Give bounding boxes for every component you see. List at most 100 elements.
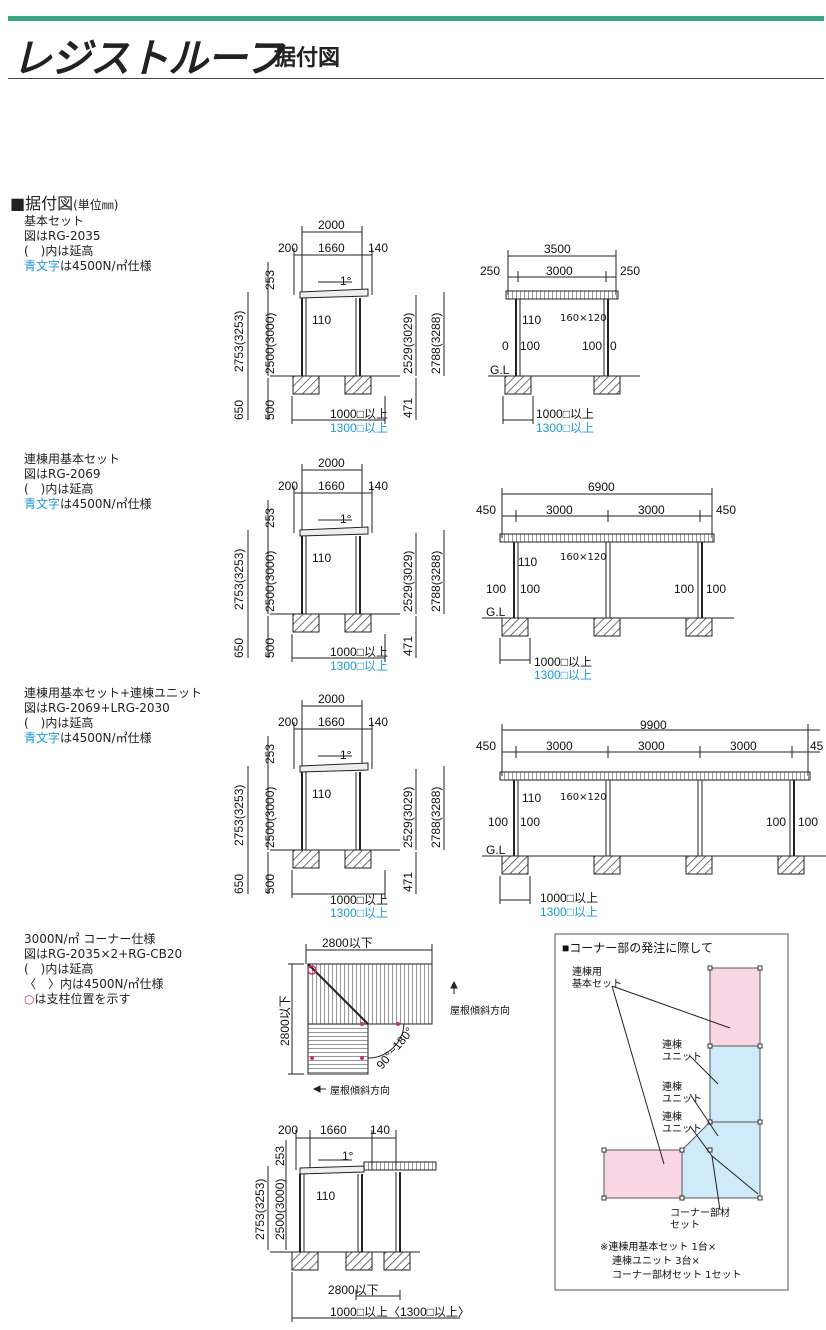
order-label: ユニット bbox=[662, 1124, 702, 1135]
dim-beam: 160×120 bbox=[560, 792, 607, 803]
dim-h1: 2753(3253) bbox=[232, 785, 246, 846]
dim-h3: 2529(3029) bbox=[401, 551, 415, 612]
order-label: 連棟 bbox=[662, 1038, 682, 1051]
note-line: ( )内は延高 bbox=[24, 244, 94, 258]
dim-found: 1000□以上 bbox=[534, 655, 592, 669]
dim-post: 110 bbox=[316, 1189, 335, 1203]
dim-found-blue: 1300□以上 bbox=[330, 421, 388, 435]
header-accent-bar bbox=[8, 16, 824, 21]
note-line: 青文字は4500N/㎡仕様 bbox=[24, 259, 152, 274]
dim-h3: 2529(3029) bbox=[401, 787, 415, 848]
dim-post: 110 bbox=[518, 555, 537, 569]
dim-r1: 100 bbox=[674, 582, 694, 596]
plan-angle: 90°~180° bbox=[374, 1024, 417, 1071]
note-line: 〈 〉内は4500N/㎡仕様 bbox=[24, 977, 164, 991]
blue-text: 青文字 bbox=[24, 497, 61, 511]
dim-h4: 2788(3288) bbox=[429, 313, 443, 374]
plan-width: 2800以下 bbox=[322, 936, 373, 950]
dim-angle: 1° bbox=[342, 1149, 354, 1163]
ground-level: G.L bbox=[486, 605, 506, 619]
note-line: 図はRG-2035×2+RG-CB20 bbox=[24, 947, 183, 961]
dim-f1: 650 bbox=[232, 874, 246, 894]
set-note-2: 連棟用基本セット 図はRG-2069 ( )内は延高 青文字は4500N/㎡仕様 bbox=[24, 452, 152, 512]
dim-c: 3000 bbox=[638, 503, 665, 517]
note-line: 連棟用基本セット+連棟ユニット bbox=[24, 686, 203, 700]
dim-l1: 100 bbox=[486, 582, 506, 596]
dim-found-blue: 1300□以上 bbox=[330, 659, 388, 673]
dim-a: 450 bbox=[476, 503, 496, 517]
dim-a: 200 bbox=[278, 241, 298, 255]
dim-h2: 2500(3000) bbox=[263, 551, 277, 612]
dim-found: 1000□以上 bbox=[540, 891, 598, 905]
dim-r2: 0 bbox=[610, 339, 617, 353]
dim-angle: 1° bbox=[340, 274, 352, 288]
note-line: 青文字は4500N/㎡仕様 bbox=[24, 731, 202, 746]
dim-found-blue: 1300□以上 bbox=[534, 668, 592, 682]
dim-a: 200 bbox=[278, 715, 298, 729]
order-note: 連棟ユニット 3台× bbox=[612, 1254, 700, 1267]
note-suffix: は4500N/㎡仕様 bbox=[60, 731, 152, 745]
dim-c: 250 bbox=[620, 264, 640, 278]
dim-found-blue: 1300□以上 bbox=[540, 905, 598, 919]
dim-h2: 2500(3000) bbox=[273, 1179, 287, 1240]
note-suffix: は4500N/㎡仕様 bbox=[60, 259, 152, 273]
dim-r2: 100 bbox=[798, 815, 818, 829]
dim-c: 140 bbox=[368, 241, 388, 255]
front-view-1 bbox=[488, 250, 640, 424]
dim-top: 253 bbox=[273, 1146, 287, 1166]
page-title: レジストルーフ bbox=[12, 36, 284, 82]
note-line: 基本セット bbox=[24, 214, 85, 228]
order-label: 連棟 bbox=[662, 1080, 682, 1093]
dim-angle: 1° bbox=[340, 748, 352, 762]
dim-l2: 100 bbox=[520, 339, 540, 353]
dim-a: 450 bbox=[476, 739, 496, 753]
dim-h2: 2500(3000) bbox=[263, 313, 277, 374]
dim-c: 140 bbox=[370, 1123, 390, 1137]
dim-width: 6900 bbox=[588, 480, 615, 494]
page-subtitle: 据付図 bbox=[274, 46, 341, 71]
dim-l1: 0 bbox=[502, 339, 509, 353]
dim-post: 110 bbox=[522, 791, 541, 805]
post-marker-icon: ○ bbox=[24, 992, 35, 1006]
dim-l2: 100 bbox=[520, 815, 540, 829]
dim-b: 3000 bbox=[546, 739, 573, 753]
dim-b: 3000 bbox=[546, 503, 573, 517]
dim-top: 253 bbox=[263, 744, 277, 764]
note-line: 連棟用基本セット bbox=[24, 452, 121, 466]
dim-found-blue: 1300□以上 bbox=[330, 906, 388, 920]
dim-l2: 100 bbox=[520, 582, 540, 596]
dim-width: 9900 bbox=[640, 718, 667, 732]
dim-found: 1000□以上 bbox=[330, 893, 388, 907]
dim-b: 1660 bbox=[318, 479, 345, 493]
note-line: 図はRG-2069 bbox=[24, 467, 101, 481]
dim-found: 1000□以上 bbox=[330, 645, 388, 659]
dim-post: 110 bbox=[312, 313, 331, 327]
dim-b: 1660 bbox=[320, 1123, 347, 1137]
note-line: ( )内は延高 bbox=[24, 716, 94, 730]
front-view-2 bbox=[482, 488, 734, 664]
note-line: ( )内は延高 bbox=[24, 482, 94, 496]
note-suffix: は4500N/㎡仕様 bbox=[60, 497, 152, 511]
corner-plan-view bbox=[288, 944, 458, 1093]
dim-r2: 100 bbox=[706, 582, 726, 596]
dim-e: 45 bbox=[810, 739, 824, 753]
order-label: ユニット bbox=[662, 1052, 702, 1063]
dim-width: 2000 bbox=[318, 456, 345, 470]
dim-found: 1000□以上 bbox=[330, 407, 388, 421]
section-unit: (単位㎜) bbox=[73, 198, 119, 212]
dim-h4: 2788(3288) bbox=[429, 551, 443, 612]
dim-b: 3000 bbox=[546, 264, 573, 278]
dim-h1: 2753(3253) bbox=[232, 311, 246, 372]
dim-c: 140 bbox=[368, 715, 388, 729]
dim-r1: 100 bbox=[582, 339, 602, 353]
dim-h2: 2500(3000) bbox=[263, 787, 277, 848]
dim-found: 1000□以上 bbox=[536, 407, 594, 421]
order-title: ■コーナー部の発注に際して bbox=[562, 940, 713, 955]
dim-width: 3500 bbox=[544, 242, 571, 256]
dim-under: 2800以下 bbox=[328, 1283, 379, 1297]
plan-height: 2800以下 bbox=[278, 995, 292, 1046]
note-suffix: は支柱位置を示す bbox=[34, 992, 131, 1006]
note-line: 青文字は4500N/㎡仕様 bbox=[24, 497, 152, 512]
dim-f1: 650 bbox=[232, 638, 246, 658]
